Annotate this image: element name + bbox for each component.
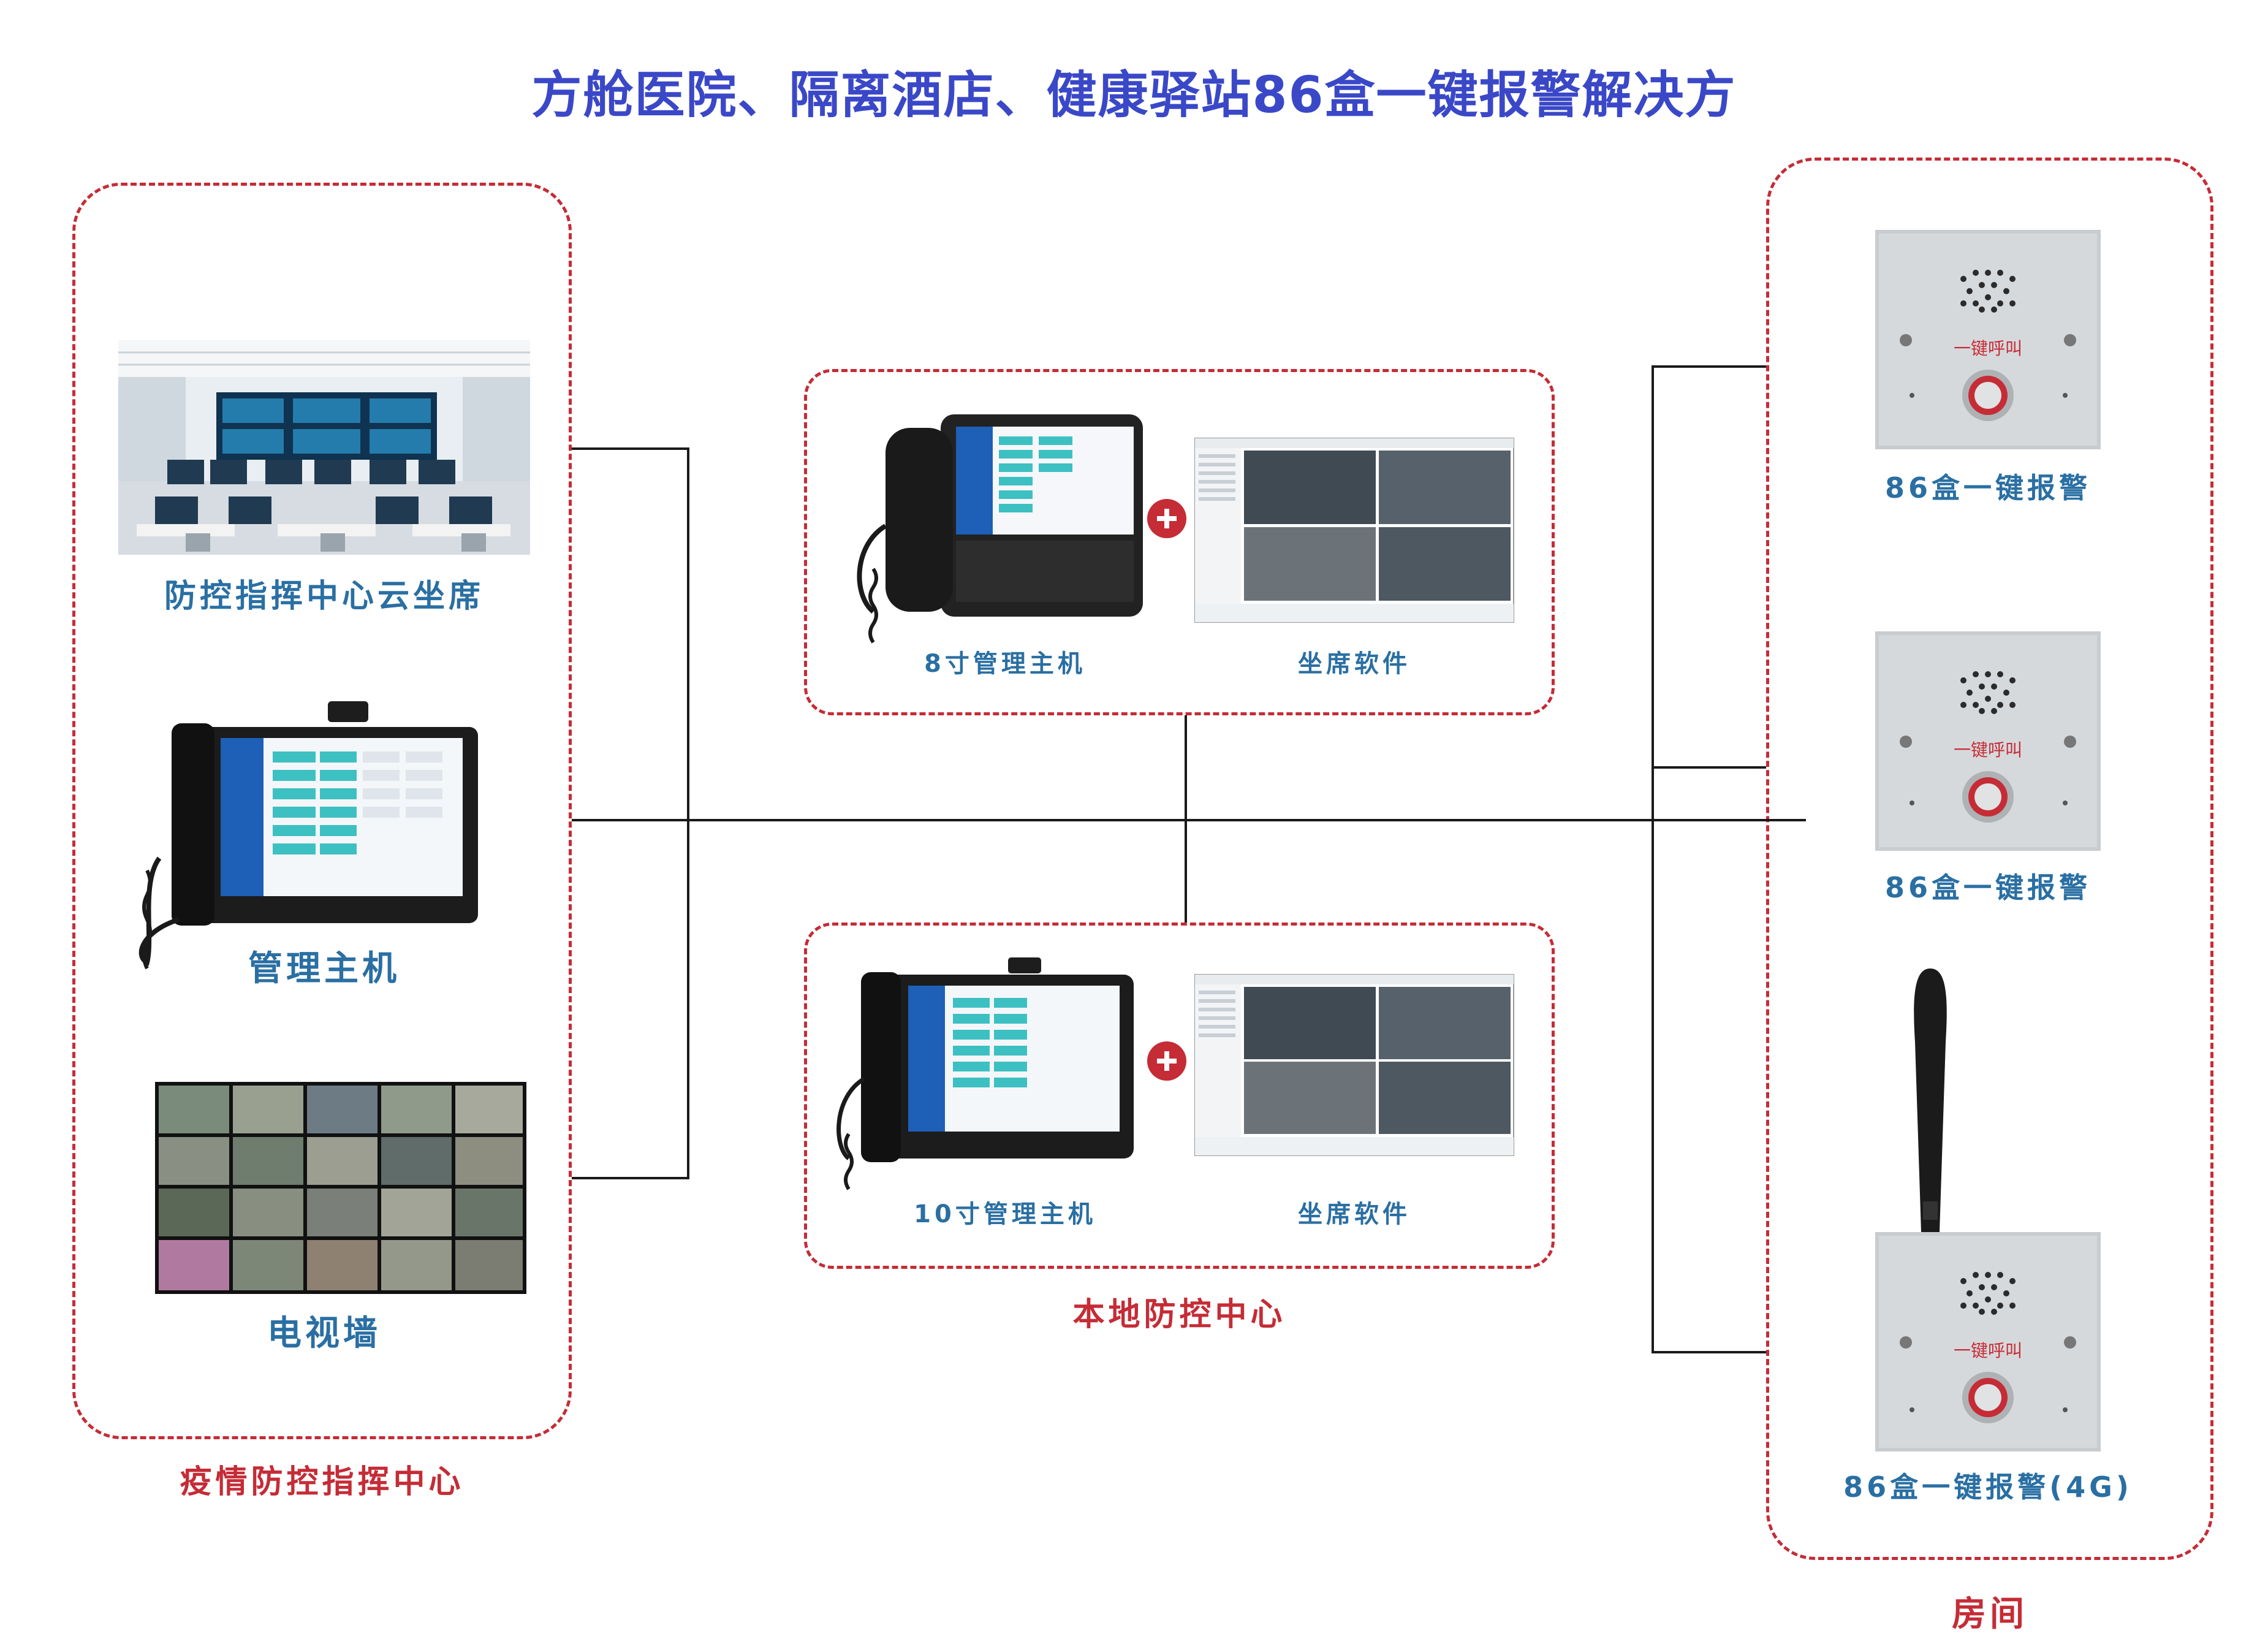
connector-left-bottom: [572, 1177, 689, 1179]
terminal-10inch-caption: 10寸管理主机: [914, 1200, 1096, 1228]
command-center-group: [72, 183, 572, 1439]
local-center-label: 本地防控中心: [1072, 1296, 1286, 1333]
alarm-panel-1-caption: 86盒一键报警: [1884, 471, 2091, 504]
cloud-seat-caption: 防控指挥中心云坐席: [164, 578, 484, 615]
alarm-panel-text: 一键呼叫: [1954, 740, 2022, 760]
alarm-panel-2-caption: 86盒一键报警: [1884, 871, 2091, 904]
plus-icon: [1147, 499, 1186, 538]
seat-software-screenshot-2: [1194, 974, 1514, 1156]
seat-software-screenshot-1: [1194, 438, 1514, 623]
plus-icon: [1147, 1041, 1186, 1081]
alarm-panel-3-caption: 86盒一键报警(4G): [1843, 1470, 2133, 1504]
seat-software-caption-2: 坐席软件: [1298, 1200, 1411, 1228]
local-center-box-8inch: [804, 369, 1555, 715]
alarm-panel-3: 一键呼叫: [1875, 1232, 2101, 1451]
connector-right-3: [1652, 1351, 1766, 1353]
alarm-panel-text: 一键呼叫: [1954, 1341, 2022, 1361]
connector-right-2: [1652, 766, 1766, 769]
connector-middle-vertical: [1185, 715, 1187, 923]
video-wall-image: [155, 1082, 526, 1294]
connector-right-1: [1652, 365, 1766, 368]
alarm-panel-text: 一键呼叫: [1954, 338, 2022, 359]
management-terminal-caption: 管理主机: [248, 949, 400, 989]
connector-right-vertical: [1652, 365, 1654, 1353]
management-terminal-image: [138, 701, 478, 970]
seat-software-caption-1: 坐席软件: [1298, 650, 1411, 678]
alarm-panel-2: 一键呼叫: [1875, 631, 2101, 851]
connector-left-top: [572, 447, 689, 450]
terminal-8inch-caption: 8寸管理主机: [924, 650, 1086, 678]
rooms-label: 房间: [1952, 1594, 2028, 1634]
alarm-panel-1: 一键呼叫: [1875, 230, 2101, 449]
video-wall-caption: 电视墙: [267, 1314, 381, 1353]
antenna: [1914, 968, 1947, 1232]
connector-main-bus: [572, 819, 1806, 821]
rooms-group: [1766, 158, 2213, 1560]
page-title: 方舱医院、隔离酒店、健康驿站86盒一键报警解决方: [531, 66, 1737, 124]
command-center-label: 疫情防控指挥中心: [180, 1464, 465, 1501]
terminal-10inch-image: [836, 957, 1134, 1190]
control-room-photo: [118, 340, 530, 555]
terminal-8inch-image: [857, 414, 1143, 644]
local-center-box-10inch: [804, 923, 1555, 1269]
connector-left-vertical: [687, 447, 689, 1179]
